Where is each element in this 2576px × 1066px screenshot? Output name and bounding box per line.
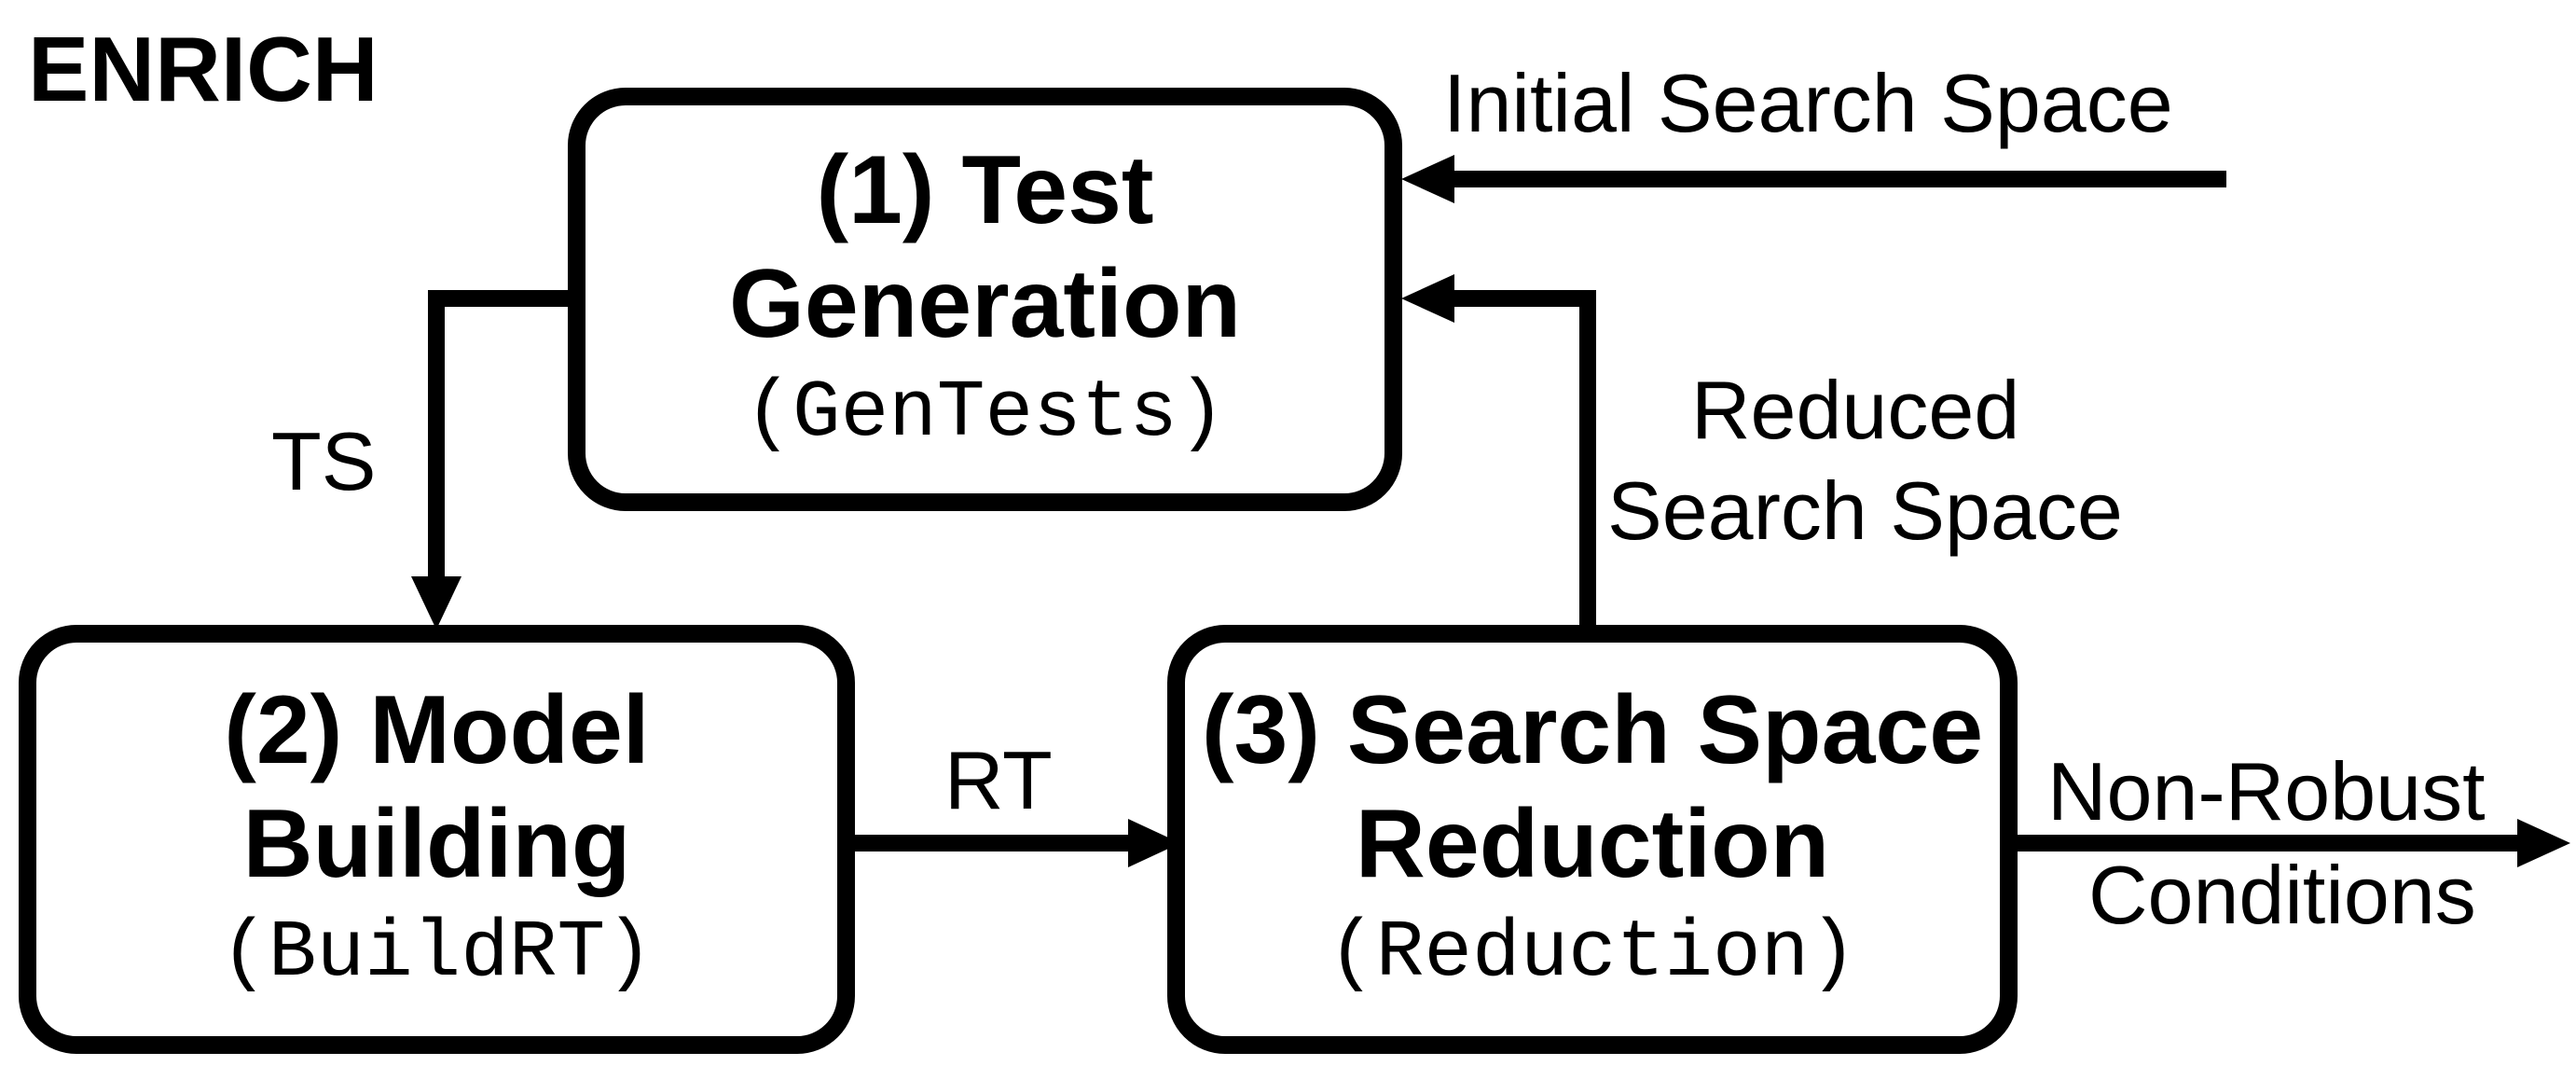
non-robust-conditions-label-line1: Non-Robust: [2047, 745, 2486, 838]
test-generation-function: (GenTests): [744, 367, 1226, 459]
model-building-box: (2) Model Building (BuildRT): [19, 625, 855, 1054]
reduced-search-space-label-line2: Search Space: [1607, 464, 2123, 557]
diagram-title: ENRICH: [28, 18, 379, 120]
search-space-reduction-box: (3) Search Space Reduction (Reduction): [1167, 625, 2018, 1054]
reduced-search-space-arrowhead: [1401, 274, 1454, 323]
rt-arrowhead: [1128, 819, 1180, 867]
test-generation-box: (1) Test Generation (GenTests): [568, 88, 1402, 511]
ts-arrowhead: [411, 576, 461, 630]
non-robust-conditions-label-line2: Conditions: [2088, 849, 2476, 941]
model-building-title-line1: (2) Model: [224, 676, 650, 784]
test-generation-title-line2: Generation: [729, 250, 1241, 358]
reduced-search-space-arrow-line: [1450, 290, 1596, 636]
rt-label: RT: [944, 734, 1053, 826]
search-space-reduction-function: (Reduction): [1328, 907, 1857, 999]
model-building-title-line2: Building: [242, 790, 631, 898]
non-robust-conditions-arrowhead: [2517, 819, 2570, 867]
ts-arrow-line: [428, 290, 576, 583]
model-building-function: (BuildRT): [220, 907, 654, 999]
reduced-search-space-label-line1: Reduced: [1691, 364, 2020, 456]
search-space-reduction-title-line2: Reduction: [1355, 790, 1830, 898]
test-generation-title-line1: (1) Test: [816, 136, 1154, 244]
initial-search-space-arrowhead: [1401, 155, 1454, 203]
ts-label: TS: [271, 415, 377, 507]
search-space-reduction-title-line1: (3) Search Space: [1201, 676, 1984, 784]
initial-search-space-label: Initial Search Space: [1443, 57, 2173, 149]
